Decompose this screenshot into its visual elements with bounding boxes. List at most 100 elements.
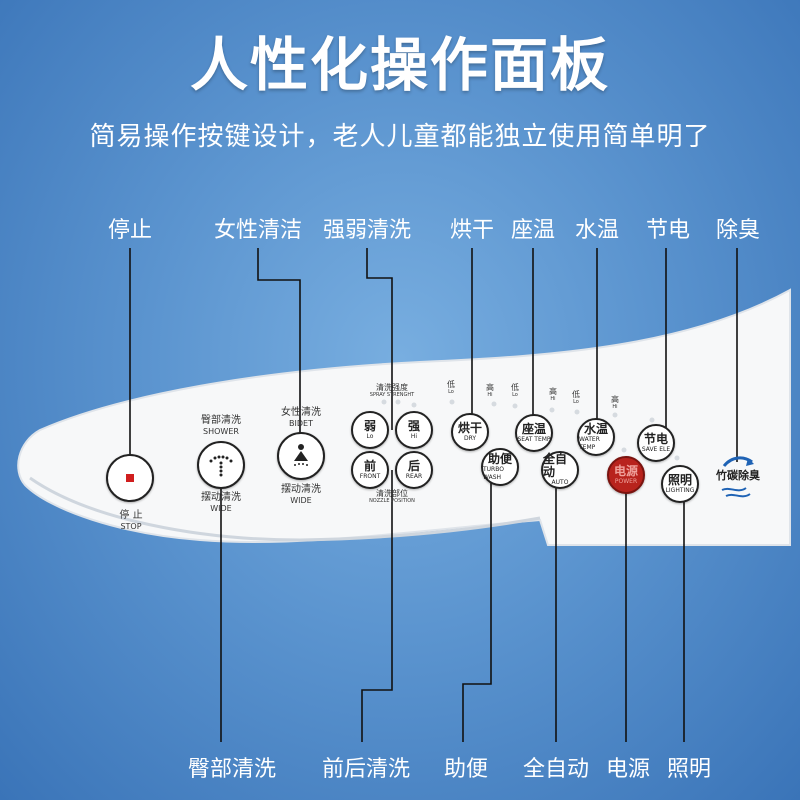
level-en: Lo xyxy=(573,399,579,405)
btn-cn: 弱 xyxy=(363,418,376,433)
btn-cn: 前 xyxy=(363,458,376,473)
btn-en: Lo xyxy=(366,432,374,440)
btn-cn: 照明 xyxy=(667,472,692,487)
label-bidet: 女性清洁 xyxy=(213,218,303,243)
btn-en: FRONT xyxy=(359,472,381,480)
bidet-wide-cn: 摆动清洗 xyxy=(281,484,321,495)
subtitle: 简易操作按键设计，老人儿童都能独立使用简单明了 xyxy=(89,122,711,152)
label-turbo: 助便 xyxy=(443,757,489,782)
level-en: Hi xyxy=(550,396,556,402)
indicator-dots xyxy=(381,399,680,461)
label-save: 节电 xyxy=(645,218,691,243)
label-stop: 停止 xyxy=(107,218,153,243)
stop-button[interactable] xyxy=(106,454,154,502)
shower-button[interactable] xyxy=(197,441,245,489)
level-cn: 高 xyxy=(486,383,494,392)
level-en: Hi xyxy=(612,404,618,410)
btn-cn: 电源 xyxy=(613,463,638,478)
shower-en: SHOWER xyxy=(203,427,239,436)
btn-cn: 节电 xyxy=(643,431,668,446)
btn-en: Hi xyxy=(410,432,418,440)
btn-en: SEAT TEMP xyxy=(517,435,551,443)
label-deodor: 除臭 xyxy=(715,218,761,243)
label-seat-temp: 座温 xyxy=(510,218,556,243)
btn-cn: 助便 xyxy=(487,451,512,466)
shower-cn: 臀部清洗 xyxy=(201,415,241,426)
level-en: Lo xyxy=(512,392,518,398)
label-shower: 臀部清洗 xyxy=(187,757,277,782)
spray-en: SPRAY STRENGHT xyxy=(369,392,415,398)
level-en: Hi xyxy=(487,392,493,398)
label-power: 电源 xyxy=(605,757,651,782)
btn-en: SAVE ELE xyxy=(641,445,671,453)
label-dry: 烘干 xyxy=(449,218,495,243)
btn-en: WATER TEMP xyxy=(579,435,600,451)
stop-cn: 停 止 xyxy=(119,510,143,521)
btn-en: AUTO xyxy=(551,479,569,486)
deodor-wave-icon xyxy=(721,456,754,498)
level-cn: 低 xyxy=(572,390,580,399)
btn-en: TURBO WASH xyxy=(483,465,504,481)
btn-cn: 座温 xyxy=(521,421,546,436)
btn-en: DRY xyxy=(463,434,477,442)
leader-lines xyxy=(129,248,738,742)
shower-wide-cn: 摆动清洗 xyxy=(201,492,241,503)
level-cn: 低 xyxy=(447,380,455,389)
nozzle-en: NOZZLE POSITION xyxy=(369,498,415,504)
btn-cn: 全自动 xyxy=(543,452,568,479)
label-auto: 全自动 xyxy=(522,757,590,782)
bidet-wide-en: WIDE xyxy=(290,496,312,505)
level-cn: 高 xyxy=(549,387,557,396)
level-cn: 低 xyxy=(511,383,519,392)
label-light: 照明 xyxy=(666,757,712,782)
stop-icon xyxy=(126,474,134,482)
stop-en: STOP xyxy=(120,522,142,531)
btn-en: LIGHTING xyxy=(665,486,695,494)
level-cn: 高 xyxy=(611,395,619,404)
bidet-button[interactable] xyxy=(277,432,325,480)
btn-cn: 水温 xyxy=(583,421,608,436)
btn-cn: 烘干 xyxy=(457,420,482,435)
bidet-cn: 女性清洗 xyxy=(281,407,321,418)
btn-cn: 强 xyxy=(407,418,420,433)
page-title: 人性化操作面板 xyxy=(189,31,610,99)
label-water-temp: 水温 xyxy=(574,218,620,243)
deodor-text: 竹碳除臭 xyxy=(716,469,760,482)
btn-en: POWER xyxy=(614,477,638,485)
shower-wide-en: WIDE xyxy=(210,504,232,513)
btn-en: REAR xyxy=(405,472,423,480)
btn-cn: 后 xyxy=(407,458,420,473)
nozzle-cn: 清洗部位 xyxy=(376,489,408,498)
shower-icon xyxy=(209,455,233,477)
spray-cn: 清洗强度 xyxy=(376,383,408,392)
bidet-icon xyxy=(294,444,308,466)
label-strength: 强弱清洗 xyxy=(322,218,412,243)
level-en: Lo xyxy=(448,389,454,395)
bidet-en: BIDET xyxy=(289,419,313,428)
